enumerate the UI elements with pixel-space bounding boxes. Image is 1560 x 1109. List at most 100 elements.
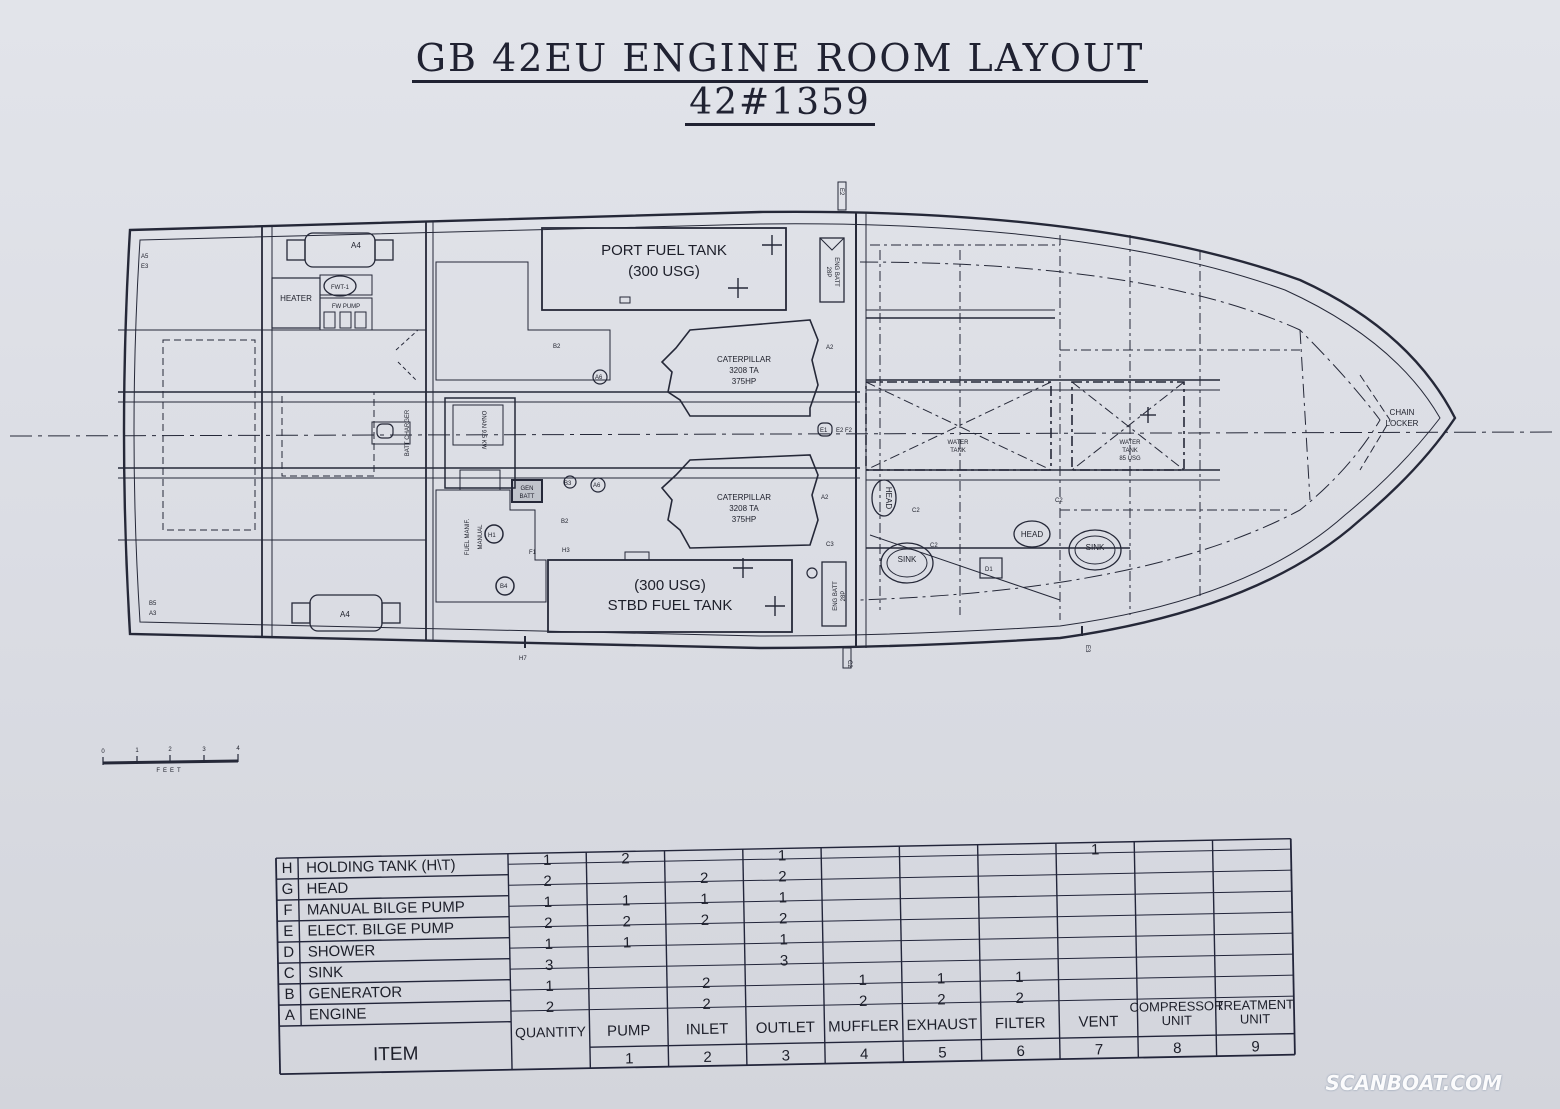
col-header-compressor-2: UNIT xyxy=(1161,1013,1192,1029)
col-header-muffler: MUFFLER xyxy=(828,1017,899,1035)
row-code-f: F xyxy=(283,902,292,919)
head-1 xyxy=(871,479,897,517)
fwt-label: FWT-1 xyxy=(331,285,350,291)
scale-unit: FEET xyxy=(156,768,183,774)
mark-c2-b: C2 xyxy=(930,543,938,549)
eng-batt-port-label: ENG BATT xyxy=(833,257,839,287)
scale-tick-2: 2 xyxy=(168,747,172,753)
col-number-8: 8 xyxy=(1173,1040,1182,1057)
cell-b-5: 1 xyxy=(858,972,867,989)
manual-pump-label: MANUAL xyxy=(478,524,484,550)
cell-e-3: 2 xyxy=(701,912,710,929)
mark-b2-bottom: B2 xyxy=(561,519,569,525)
row-code-b: B xyxy=(284,986,294,1003)
cell-d-2: 1 xyxy=(623,934,632,951)
cell-h-4: 1 xyxy=(778,847,787,864)
mark-e3: E3 xyxy=(141,264,149,270)
engine-top-power: 375HP xyxy=(732,377,756,386)
cell-b-1: 1 xyxy=(545,978,554,995)
eng-batt-port xyxy=(819,237,845,303)
col-number-1: 1 xyxy=(625,1050,634,1067)
hull-outline xyxy=(122,210,1457,650)
item-header: ITEM xyxy=(373,1043,419,1065)
cell-h-2: 2 xyxy=(621,850,630,867)
mark-c2-c: C2 xyxy=(1055,498,1063,504)
mark-a4-bottom: A4 xyxy=(340,610,350,619)
head-1-label: HEAD xyxy=(884,487,893,509)
row-item-a: ENGINE xyxy=(309,1005,367,1023)
col-header-vent: VENT xyxy=(1078,1013,1118,1031)
row-item-e: ELECT. BILGE PUMP xyxy=(307,920,454,940)
sink-2 xyxy=(1068,529,1122,571)
page-title: GB 42EU ENGINE ROOM LAYOUT xyxy=(0,36,1560,83)
mark-c2-a: C2 xyxy=(912,508,920,514)
water-tank-right-capacity: 85 USG xyxy=(1119,456,1141,462)
scale-bar: 0 1 2 3 4 FEET xyxy=(101,746,240,774)
a4-unit-top xyxy=(286,232,394,268)
cell-b-7: 1 xyxy=(1015,969,1024,986)
col-header-treatment-2: UNIT xyxy=(1240,1011,1271,1027)
col-header-compressor: COMPRESSOR xyxy=(1129,998,1223,1015)
mark-a4-top: A4 xyxy=(351,241,361,250)
cell-f-3: 1 xyxy=(700,891,709,908)
mark-a2-bottom: A2 xyxy=(821,495,829,501)
mark-e2-f2: E2 F2 xyxy=(836,428,853,434)
cell-d-1: 1 xyxy=(544,936,553,953)
onan-generator-label: ONAN 9.5 KW xyxy=(480,411,486,450)
row-code-e: E xyxy=(283,923,293,940)
cell-g-4: 2 xyxy=(778,868,787,885)
col-number-3: 3 xyxy=(782,1047,791,1064)
sink-2-label: SINK xyxy=(1086,543,1105,552)
mark-a6-top: A6 xyxy=(595,375,603,381)
cell-f-2: 1 xyxy=(622,892,631,909)
page-subtitle: 42#1359 xyxy=(0,82,1560,126)
cell-f-1: 1 xyxy=(544,894,553,911)
cell-h-8: 1 xyxy=(1091,841,1100,858)
stbd-tank-capacity: (300 USG) xyxy=(634,577,706,594)
mark-b4: B4 xyxy=(500,584,508,590)
col-number-2: 2 xyxy=(703,1049,712,1066)
chain-locker-label-2: LOCKER xyxy=(1386,419,1419,428)
cell-g-3: 2 xyxy=(700,870,709,887)
row-item-c: SINK xyxy=(308,964,343,982)
eng-batt-port-voltage: 28P xyxy=(825,267,831,278)
batt-charger-label: BATT CHARGER xyxy=(405,409,411,456)
col-number-7: 7 xyxy=(1095,1041,1104,1058)
water-tank-right xyxy=(1071,381,1185,471)
generator xyxy=(444,397,516,489)
row-code-h: H xyxy=(282,860,293,877)
cell-h-1: 1 xyxy=(543,852,552,869)
mark-a6-bottom: A6 xyxy=(593,483,601,489)
eng-batt-stbd-voltage: 28P xyxy=(841,591,847,602)
row-item-h: HOLDING TANK (H\T) xyxy=(306,857,456,877)
mark-b3: B3 xyxy=(564,481,572,487)
row-item-f: MANUAL BILGE PUMP xyxy=(307,899,465,919)
col-number-5: 5 xyxy=(938,1044,947,1061)
scale-tick-4: 4 xyxy=(236,746,240,752)
gen-batt-label: GEN xyxy=(520,486,533,492)
mark-e2-top: E2 xyxy=(838,188,844,196)
row-code-a: A xyxy=(285,1007,295,1024)
cell-b-6: 1 xyxy=(937,970,946,987)
head-2 xyxy=(1013,520,1051,548)
a4-unit-bottom xyxy=(291,594,401,632)
eng-batt-stbd xyxy=(821,561,847,627)
head-2-label: HEAD xyxy=(1021,530,1043,539)
mark-a5: A5 xyxy=(141,254,149,260)
mark-b2-top: B2 xyxy=(553,344,561,350)
cell-a-6: 2 xyxy=(937,991,946,1008)
water-tank-right-label-2: TANK xyxy=(1122,448,1138,454)
heater-label: HEATER xyxy=(280,294,312,303)
mark-b5: B5 xyxy=(149,601,157,607)
sink-1-label: SINK xyxy=(898,555,917,564)
port-tank-capacity: (300 USG) xyxy=(628,263,700,280)
col-header-outlet: OUTLET xyxy=(756,1019,816,1037)
cell-a-7: 2 xyxy=(1015,990,1024,1007)
col-number-9: 9 xyxy=(1251,1038,1260,1055)
cell-a-5: 2 xyxy=(859,993,868,1010)
mark-d1: D1 xyxy=(985,567,993,573)
row-item-g: HEAD xyxy=(306,880,348,898)
fuel-manifold-label: FUEL MANIF. xyxy=(465,518,471,555)
row-code-g: G xyxy=(282,881,294,898)
